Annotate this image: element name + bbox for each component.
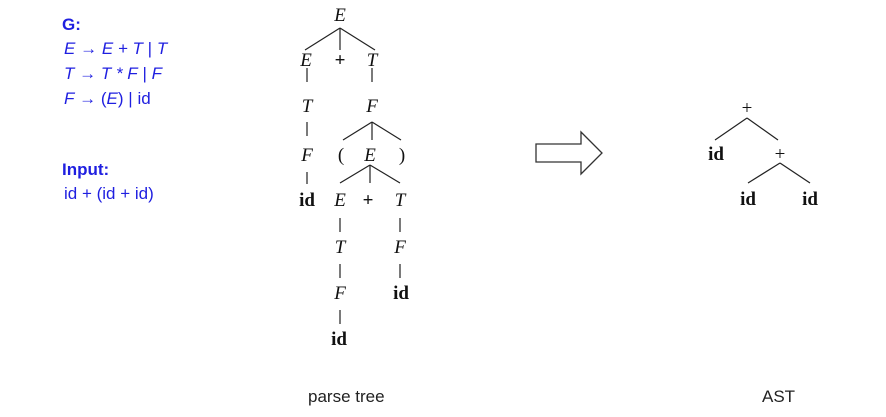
rule-rhs: T (156, 39, 168, 58)
rule-lhs: T (64, 64, 75, 83)
rule-arrow-icon: → (80, 39, 98, 58)
parse-node: E (363, 145, 376, 166)
rule-rhs: T * F (100, 64, 138, 83)
input-value: id + (id + id) (64, 184, 154, 203)
ast-node: id (802, 189, 818, 210)
parse-node: T (395, 190, 407, 211)
grammar-rule-f: F → (E) | id (64, 89, 151, 109)
rule-lhs: F (64, 89, 75, 108)
parse-node: + (363, 190, 374, 211)
rule-lhs: E (64, 39, 76, 58)
parse-node: E (333, 5, 346, 26)
parse-tree-caption: parse tree (308, 387, 385, 406)
parse-node: id (331, 329, 347, 350)
grammar-rule-e: E → E + T | T (64, 39, 167, 59)
ast-caption: AST (762, 387, 796, 406)
rule-rhs-open: ( (100, 89, 107, 108)
parse-node: F (333, 283, 346, 304)
parse-node: E (333, 190, 346, 211)
parse-node: F (300, 145, 313, 166)
rule-rhs-mid: E (106, 89, 118, 108)
parse-node: T (335, 237, 347, 258)
rule-rhs: F (151, 64, 162, 83)
parse-tree-nodes: E E + T T F F ( E ) id E + T T F F id id (299, 5, 409, 350)
ast-node: id (740, 189, 756, 210)
rule-bar: | (147, 39, 153, 58)
parse-tree-edges (304, 27, 402, 324)
rule-bar: | (128, 89, 133, 108)
parse-node: F (393, 237, 406, 258)
parse-node: ) (399, 145, 405, 166)
parse-node: id (299, 190, 315, 211)
parse-node: E (299, 50, 312, 71)
rule-arrow-icon: → (79, 64, 97, 83)
parse-node: F (365, 96, 378, 117)
ast-edges (714, 117, 811, 184)
rule-rhs-close: ) (117, 89, 124, 108)
rule-bar: | (142, 64, 147, 83)
rule-rhs: id (137, 89, 151, 108)
parse-node: T (367, 50, 379, 71)
ast-node: id (708, 144, 724, 165)
ast-node: + (775, 144, 786, 165)
parse-node: T (302, 96, 314, 117)
ast-nodes: + id + id id (708, 98, 818, 210)
grammar-title: G: (62, 15, 81, 34)
rule-rhs: E + T (101, 39, 143, 58)
input-label: Input: (62, 160, 110, 179)
parse-node: id (393, 283, 409, 304)
grammar-rule-t: T → T * F | F (64, 64, 162, 84)
parse-node: ( (338, 145, 344, 166)
parse-node: + (335, 50, 346, 71)
right-arrow-icon (535, 130, 603, 176)
ast-node: + (742, 98, 753, 119)
rule-arrow-icon: → (79, 89, 97, 108)
